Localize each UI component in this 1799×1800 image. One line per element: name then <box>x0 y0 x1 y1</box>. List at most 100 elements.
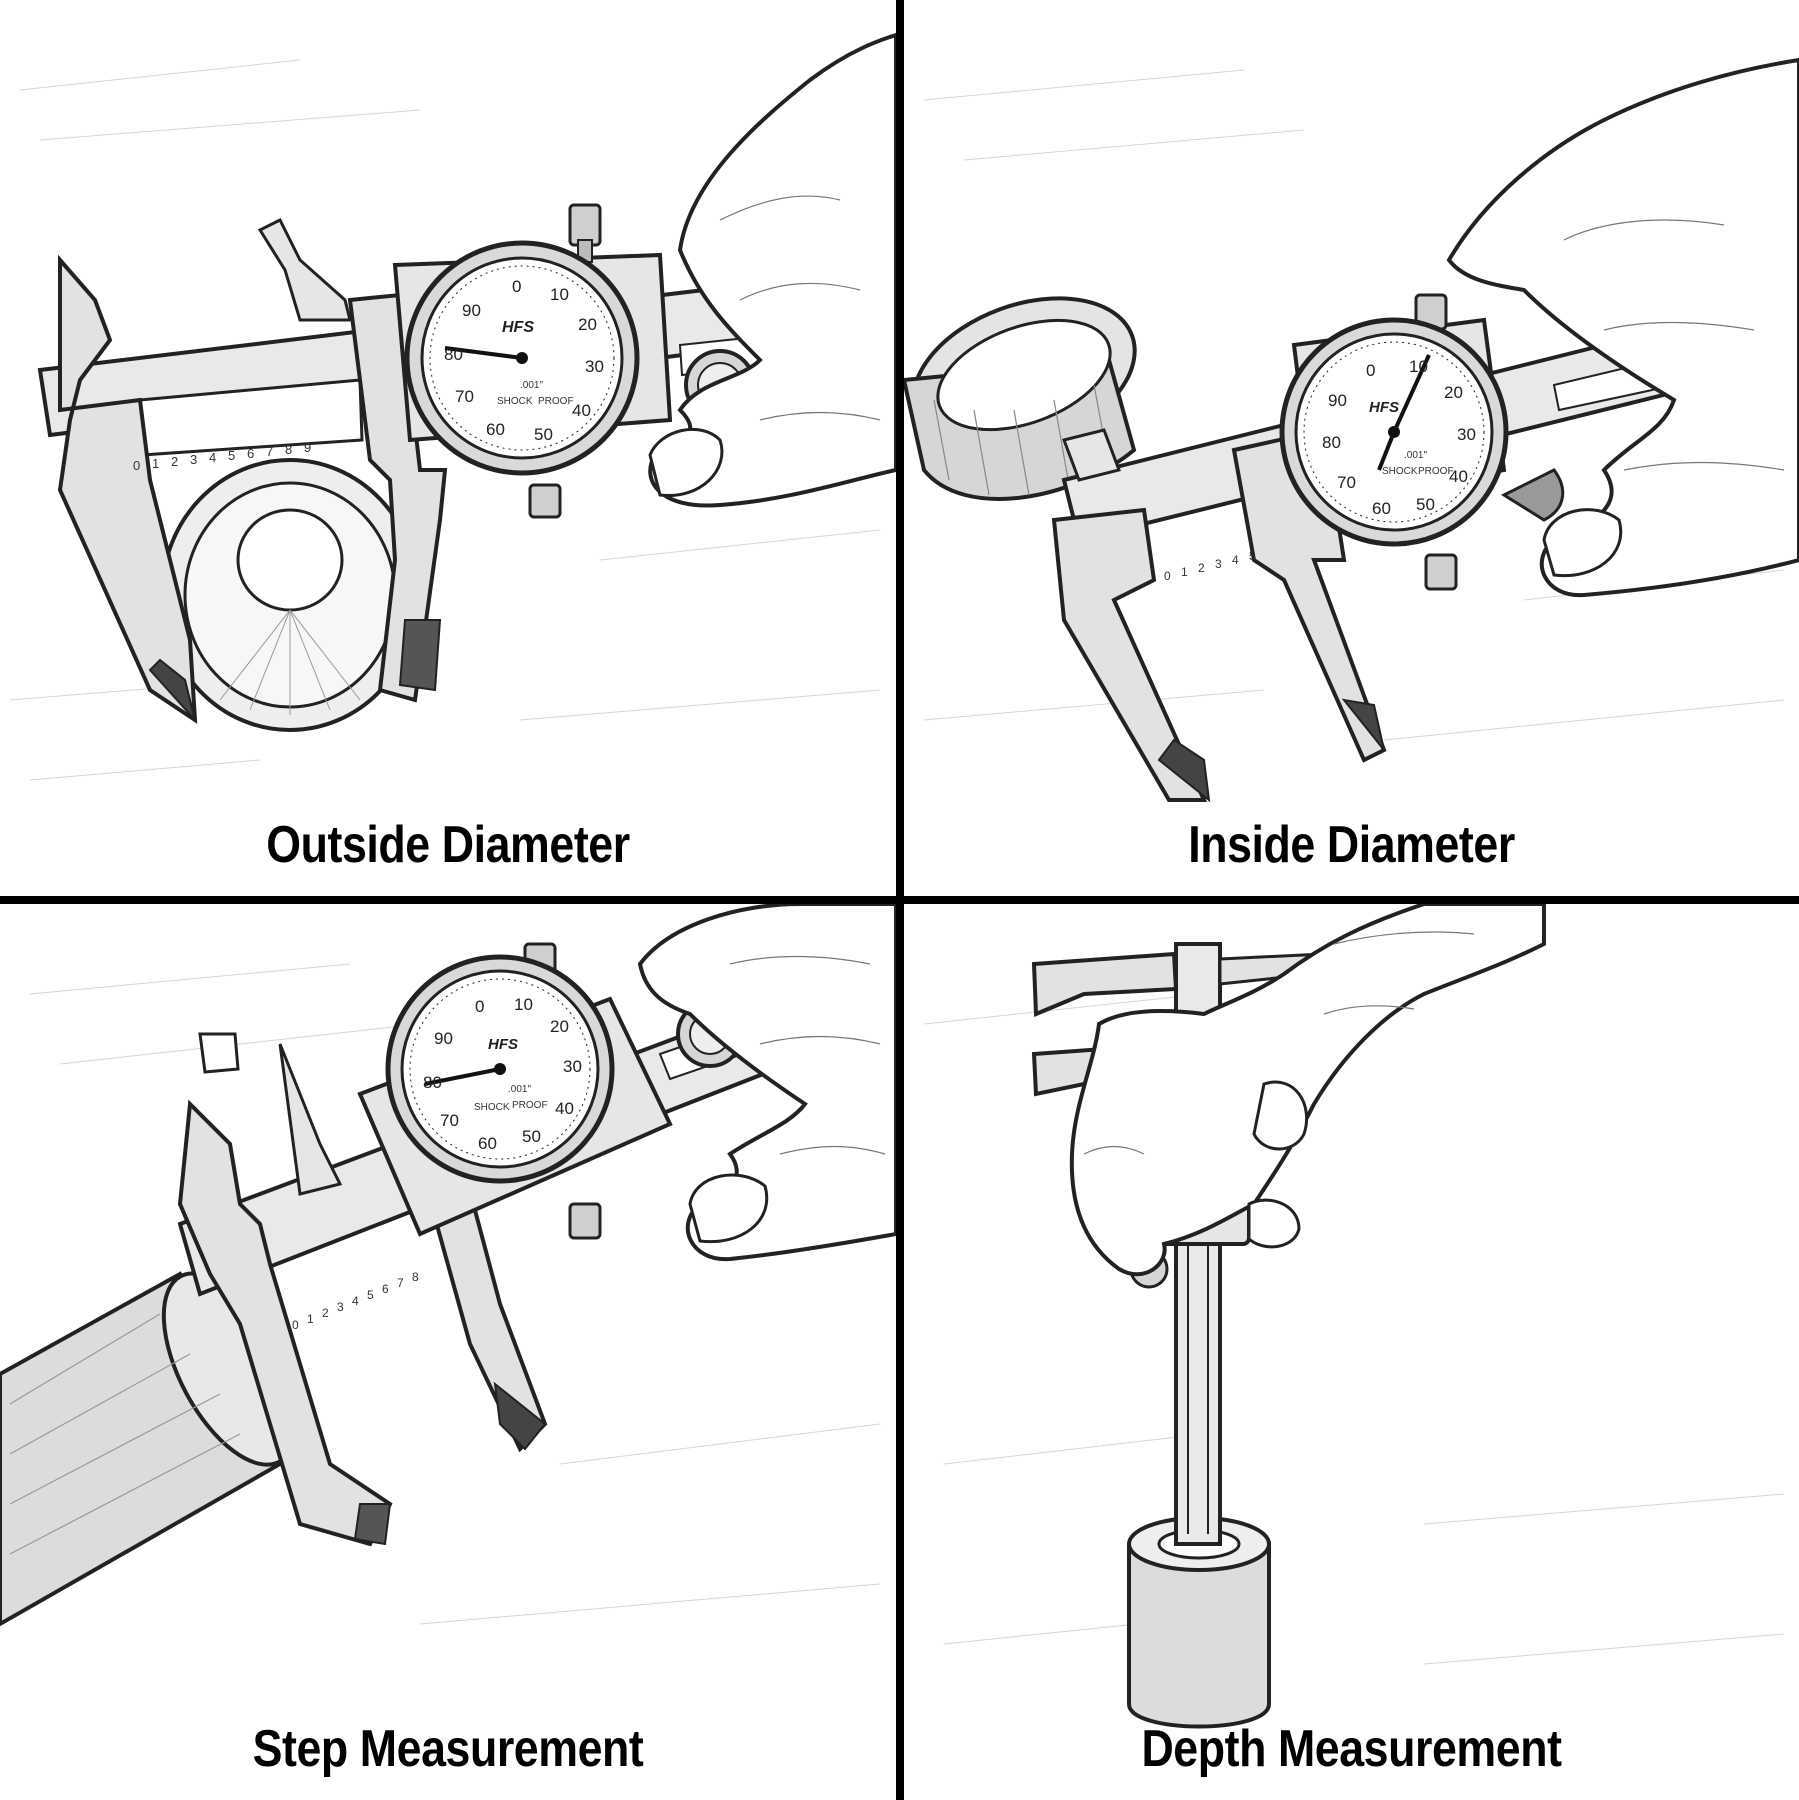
dial-number-60: 60 <box>1372 499 1391 518</box>
dial-number-40: 40 <box>1449 467 1468 486</box>
dial-number-10: 10 <box>550 285 569 304</box>
beam-scale-numbers: 0 1 2 3 4 5 <box>1164 549 1256 583</box>
panel-inside-diameter: 0 10 20 30 40 50 60 70 80 90 HFS .001" S… <box>904 0 1799 896</box>
dial-needle <box>444 346 523 360</box>
scale-digit: 2 <box>322 1306 329 1320</box>
step-measurement-illustration: 0 10 20 30 40 50 60 70 80 90 HFS .001" S… <box>0 904 896 1627</box>
dial-shock-label: SHOCK <box>497 396 533 407</box>
dial-number-10: 10 <box>514 995 533 1014</box>
caliper-jaws <box>1051 427 1387 803</box>
scale-digit: 1 <box>152 456 159 471</box>
dial-number-0: 0 <box>475 997 484 1016</box>
horizontal-divider <box>0 896 1799 904</box>
dial-number-30: 30 <box>585 357 604 376</box>
dial-number-60: 60 <box>486 420 505 439</box>
scale-digit: 6 <box>247 446 254 461</box>
dial-number-20: 20 <box>550 1017 569 1036</box>
hand <box>1446 57 1799 598</box>
dial-shock-label: SHOCK <box>474 1102 510 1113</box>
beam-scale-numbers: 0 1 2 3 4 5 6 7 8 <box>292 1270 419 1332</box>
panel-outside-diameter: 0 10 20 30 40 50 60 70 80 90 HFS .001" S… <box>0 0 896 896</box>
dial-resolution-label: .001" <box>1404 450 1427 461</box>
scale-digit: 5 <box>1249 549 1256 563</box>
caption-outside-diameter: Outside Diameter <box>266 816 630 874</box>
scale-digit: 1 <box>1181 565 1188 579</box>
scale-digit: 2 <box>171 454 178 469</box>
dial-number-50: 50 <box>522 1127 541 1146</box>
dial-needle <box>424 1067 501 1086</box>
dial-number-70: 70 <box>440 1111 459 1130</box>
scale-digit: 5 <box>228 448 235 463</box>
dial-number-20: 20 <box>1444 383 1463 402</box>
dial-brand-label: HFS <box>1369 399 1399 416</box>
background-sketch-lines <box>923 993 1785 1665</box>
knob-icons <box>1414 293 1565 591</box>
scale-digit: 9 <box>304 440 311 455</box>
dial-gauge: 0 10 20 30 40 50 60 70 80 90 HFS .001" S… <box>1279 317 1509 547</box>
scale-digit: 3 <box>337 1300 344 1314</box>
scale-digit: 3 <box>190 452 197 467</box>
scale-digit: 7 <box>266 444 273 459</box>
scale-digit: 4 <box>1232 553 1239 567</box>
scale-digit: 1 <box>307 1312 314 1326</box>
dial-number-90: 90 <box>1328 391 1347 410</box>
dial-number-90: 90 <box>462 301 481 320</box>
cylinder-workpiece <box>1127 1516 1271 1729</box>
dial-resolution-label: .001" <box>508 1084 531 1095</box>
sliding-jaw <box>257 217 448 703</box>
caliper-jaws <box>177 1032 548 1547</box>
scale-digit: 0 <box>1164 569 1171 583</box>
dial-number-20: 20 <box>578 315 597 334</box>
dial-brand-label: HFS <box>502 319 534 336</box>
caption-step-measurement: Step Measurement <box>252 1720 644 1778</box>
scale-digit: 7 <box>397 1276 404 1290</box>
dial-number-90: 90 <box>434 1029 453 1048</box>
dial-proof-label: PROOF <box>1418 466 1454 477</box>
dial-proof-label: PROOF <box>512 1100 548 1111</box>
caption-inside-diameter: Inside Diameter <box>1188 816 1515 874</box>
background-sketch-lines <box>29 963 881 1625</box>
dial-number-40: 40 <box>572 401 591 420</box>
dial-number-40: 40 <box>555 1099 574 1118</box>
dial-number-70: 70 <box>455 387 474 406</box>
panel-depth-measurement: 0 20 30 50 60 70 80 90 HFS Depth <box>904 904 1799 1800</box>
depth-measurement-illustration: 0 20 30 50 60 70 80 90 HFS <box>923 904 1785 1729</box>
fixed-jaw <box>57 254 198 724</box>
dial-brand-label: HFS <box>488 1036 518 1053</box>
outside-diameter-illustration: 0 10 20 30 40 50 60 70 80 90 HFS .001" S… <box>9 32 896 781</box>
caption-depth-measurement: Depth Measurement <box>1141 1720 1562 1778</box>
dial-gauge: 0 10 20 30 40 50 60 70 80 90 HFS .001" S… <box>404 240 640 476</box>
dial-number-50: 50 <box>1416 495 1435 514</box>
dial-number-0: 0 <box>512 277 521 296</box>
dial-number-60: 60 <box>478 1134 497 1153</box>
panel-step-measurement: 0 10 20 30 40 50 60 70 80 90 HFS .001" S… <box>0 904 896 1800</box>
scale-digit: 4 <box>352 1294 359 1308</box>
dial-number-50: 50 <box>534 425 553 444</box>
dial-number-70: 70 <box>1337 473 1356 492</box>
dial-number-10: 10 <box>1409 357 1428 376</box>
dial-number-0: 0 <box>1366 361 1375 380</box>
dial-number-80: 80 <box>444 345 463 364</box>
scale-digit: 4 <box>209 450 216 465</box>
scale-digit: 8 <box>412 1270 419 1284</box>
dial-number-30: 30 <box>1457 425 1476 444</box>
dial-gauge: 0 10 20 30 40 50 60 70 80 90 HFS .001" S… <box>385 954 615 1184</box>
scale-digit: 6 <box>382 1282 389 1296</box>
scale-digit: 0 <box>133 458 140 473</box>
inside-diameter-illustration: 0 10 20 30 40 50 60 70 80 90 HFS .001" S… <box>904 57 1799 803</box>
scale-digit: 3 <box>1215 557 1222 571</box>
scale-digit: 0 <box>292 1318 299 1332</box>
ring-workpiece <box>904 296 1137 501</box>
hand <box>648 32 896 508</box>
dial-shock-label: SHOCK <box>1382 466 1418 477</box>
scale-digit: 2 <box>1198 561 1205 575</box>
dial-needle <box>1392 354 1431 433</box>
dial-number-30: 30 <box>563 1057 582 1076</box>
hand <box>637 904 896 1262</box>
dial-resolution-label: .001" <box>520 380 543 391</box>
dial-proof-label: PROOF <box>538 396 574 407</box>
scale-digit: 8 <box>285 442 292 457</box>
hand <box>1069 904 1546 1277</box>
scale-digit: 5 <box>367 1288 374 1302</box>
